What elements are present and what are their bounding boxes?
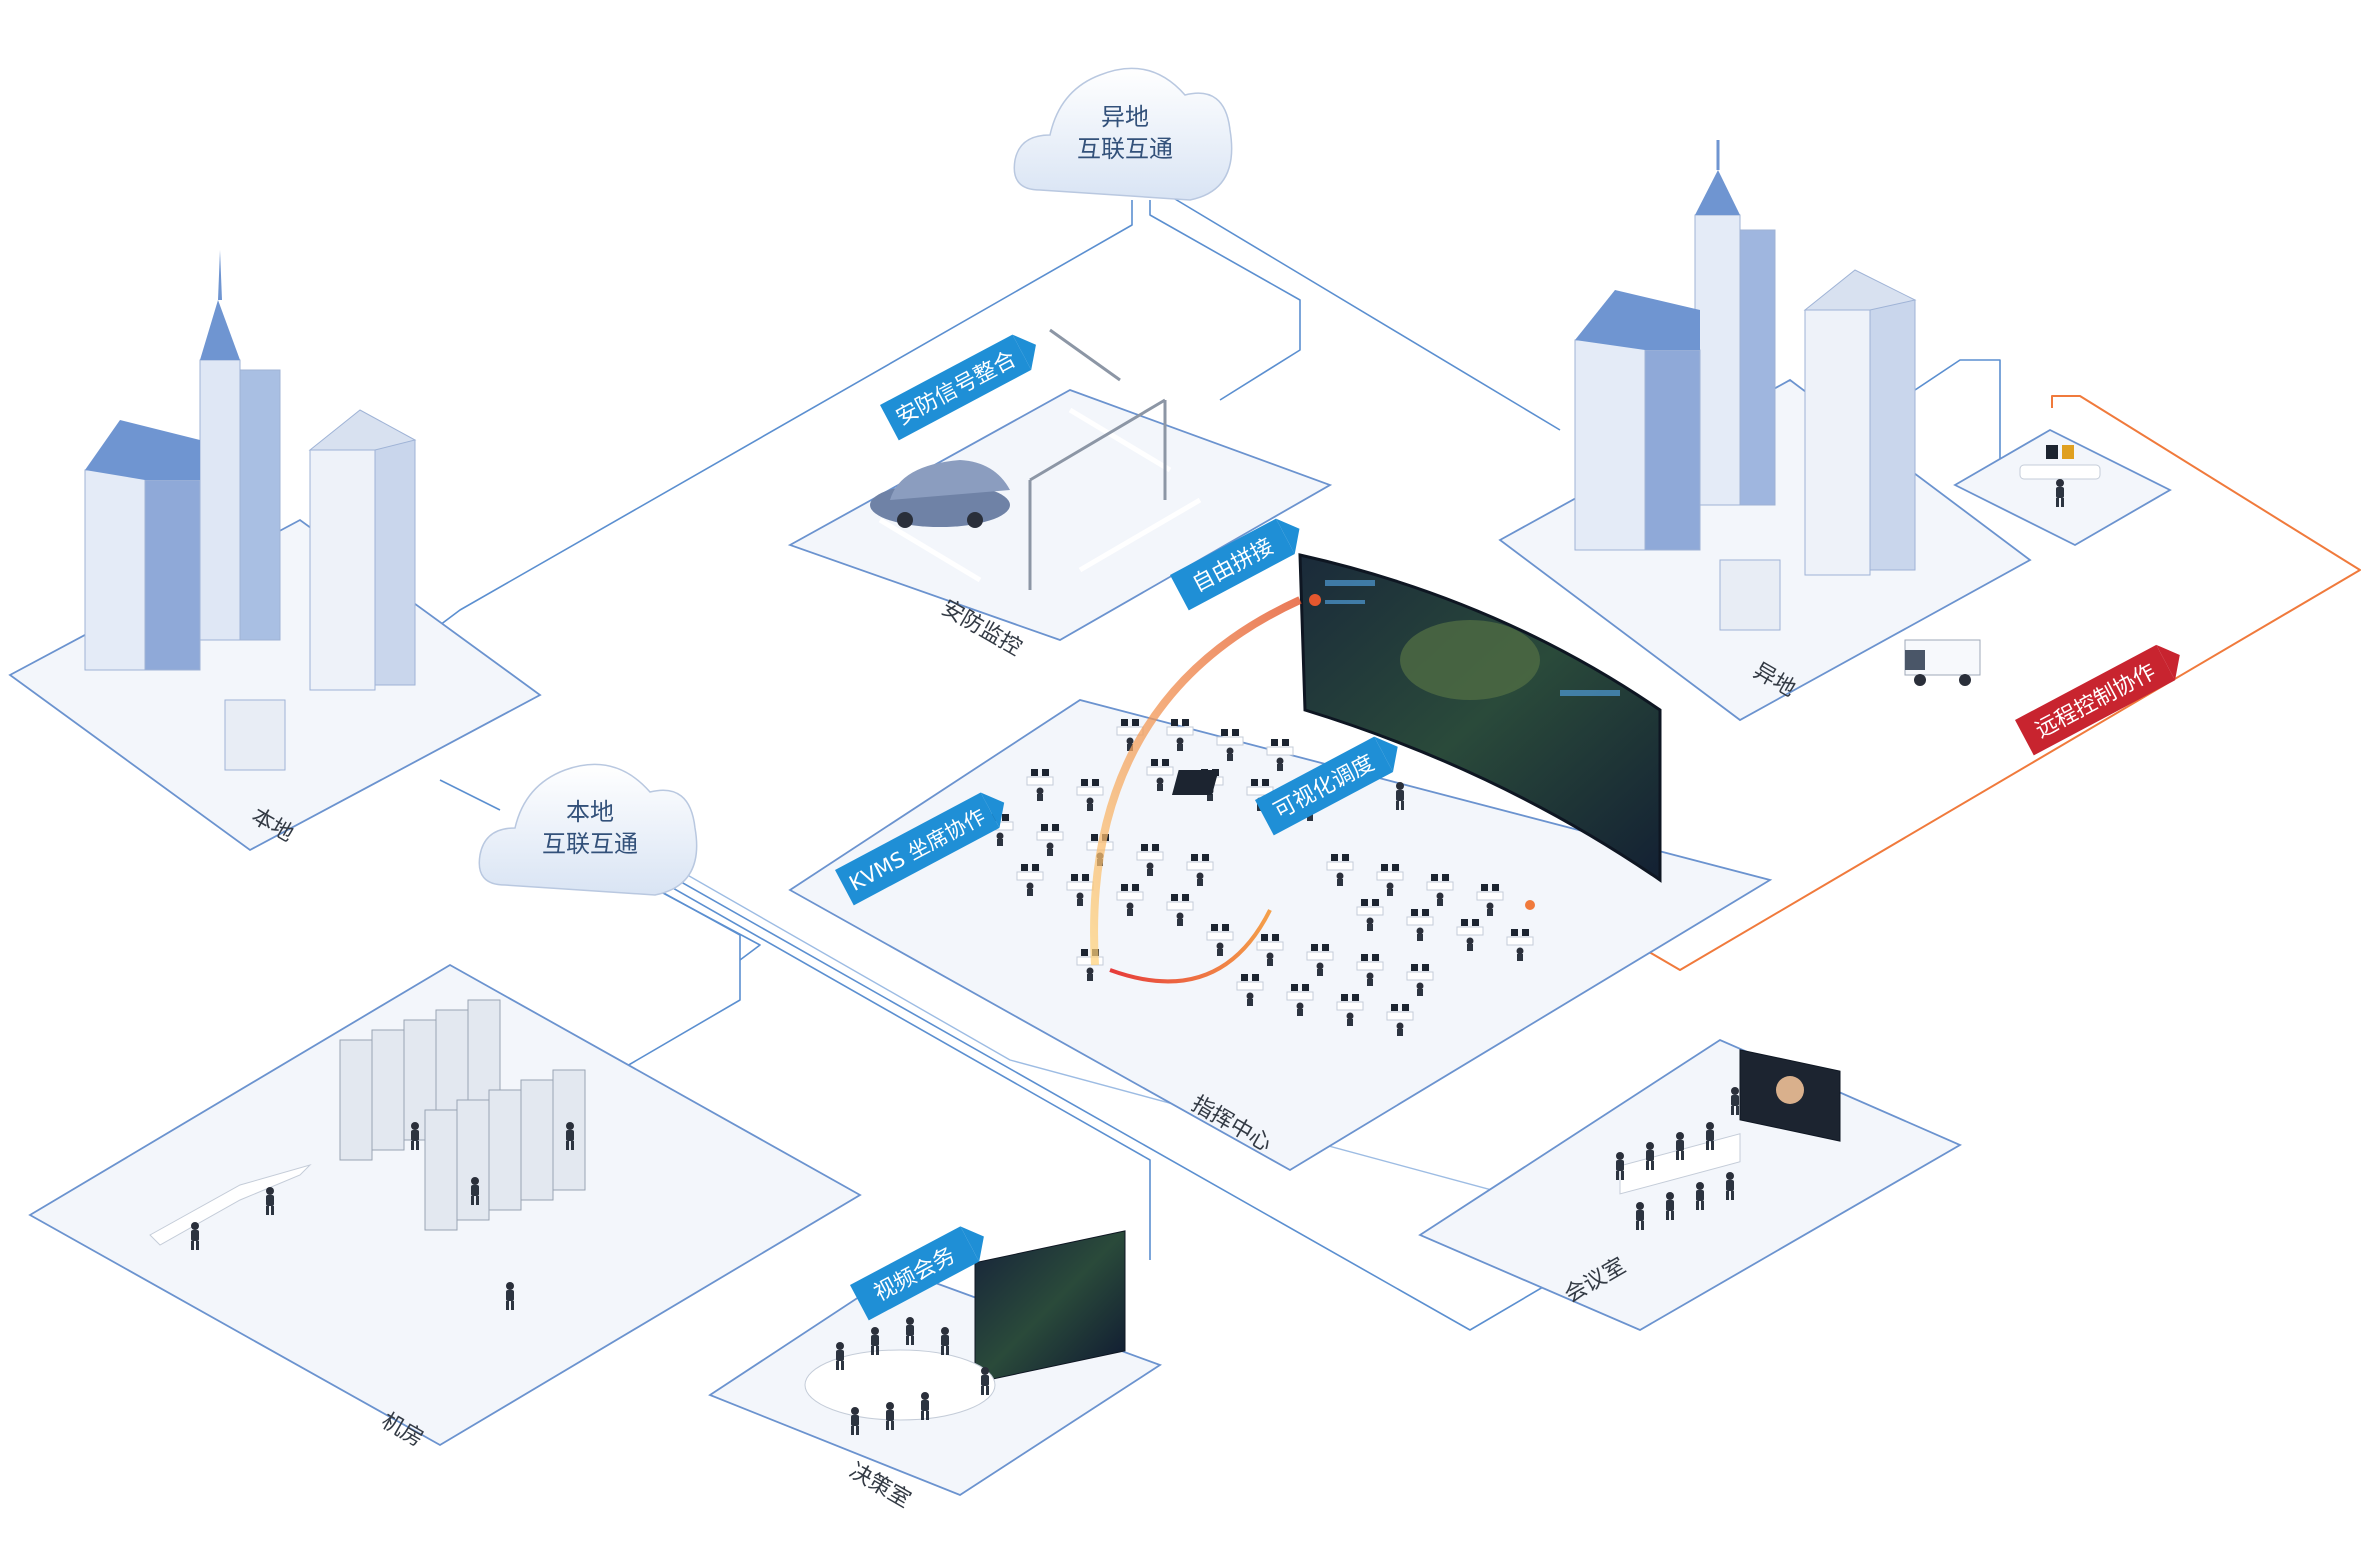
link-remote-control-orange: [1559, 395, 2361, 971]
video-wall-icon: [1298, 553, 1662, 883]
cloud-local-line1: 本地: [566, 798, 614, 826]
arc-kvms-to-seat: [1109, 909, 1272, 984]
link-cloud-remote-to-security: [1149, 200, 1301, 401]
cloud-remote-line2: 互联互通: [1077, 135, 1173, 163]
command-video-wall: [1298, 553, 1662, 883]
link-remote-zone-to-desk: [1899, 359, 2001, 480]
decision-room-scene: [804, 1230, 1126, 1435]
video-wall-icon: [974, 1230, 1126, 1384]
platform-meeting: [1418, 1038, 1962, 1332]
cloud-local: 本地 互联互通: [478, 763, 698, 896]
link-cloud-local-to-command-right: [669, 864, 1641, 1231]
building-icon: [308, 409, 417, 691]
link-cloud-local-to-decision: [649, 874, 1151, 1260]
command-arcs: [1090, 594, 1535, 984]
local-buildings: [84, 250, 417, 771]
car-icon: [870, 460, 1010, 528]
building-icon: [1719, 559, 1781, 631]
platform-security: [787, 389, 1333, 641]
link-local-zone-to-cloud-local: [439, 779, 501, 811]
building-icon: [84, 420, 201, 671]
van-icon: [1904, 639, 1981, 686]
server-rack-icon: [424, 1069, 586, 1231]
tag-remote-control: 远程控制协作: [2014, 644, 2180, 756]
desk-icon: [2019, 464, 2101, 480]
cloud-remote-line1: 异地: [1101, 103, 1149, 131]
traffic-gantry-icon: [1028, 328, 1167, 590]
building-icon: [1694, 140, 1776, 506]
remote-operator-desk: [2019, 445, 2101, 507]
meeting-room-scene: [1616, 1049, 1841, 1230]
remote-buildings: [1574, 140, 1981, 686]
security-scene: [870, 328, 1202, 590]
building-icon: [1803, 269, 1917, 576]
crosswalk: [878, 407, 1202, 583]
cloud-remote: 异地 互联互通: [1013, 67, 1233, 201]
desk-icon: [149, 1163, 312, 1250]
building-icon: [224, 699, 286, 771]
cloud-icon: [478, 763, 698, 896]
link-cloud-remote-to-remote-zone: [1159, 189, 1561, 431]
platform-command: [788, 699, 1773, 1172]
cloud-local-line2: 互联互通: [542, 830, 638, 858]
link-cloud-local-to-server: [619, 879, 741, 1071]
building-icon: [199, 250, 281, 641]
building-icon: [1574, 290, 1701, 551]
cloud-icon: [1013, 67, 1233, 201]
command-seating: [986, 718, 1534, 1037]
server-room-scene: [149, 999, 586, 1310]
arc-kvms-to-wall: [1090, 596, 1302, 966]
